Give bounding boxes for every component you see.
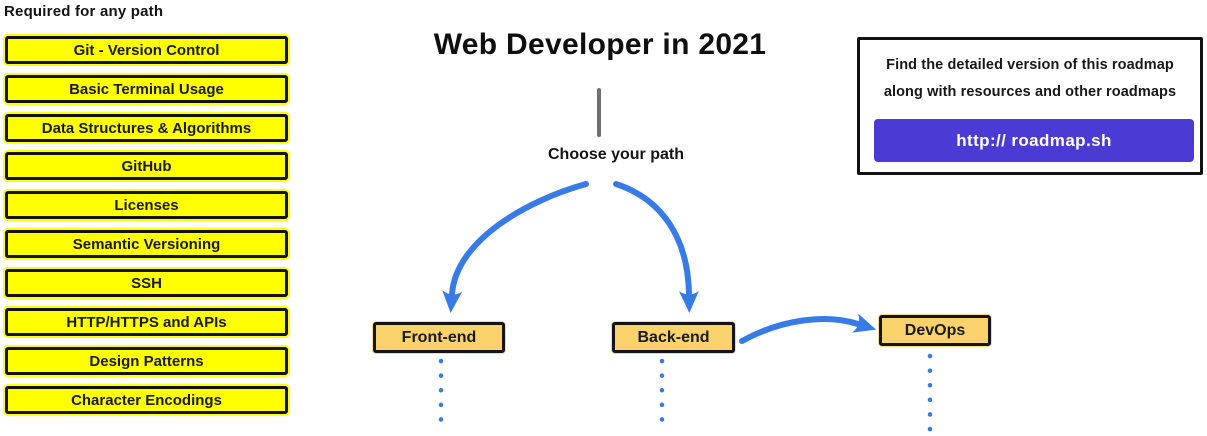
arrow-backend-to-devops [739, 313, 877, 344]
arrow-to-front-end [442, 181, 589, 313]
required-item-terminal[interactable]: Basic Terminal Usage [5, 75, 288, 103]
choose-your-path-label: Choose your path [547, 146, 684, 163]
arrow-to-back-end [613, 181, 699, 313]
node-front-end[interactable]: Front-end [373, 322, 505, 353]
required-item-label: Basic Terminal Usage [69, 80, 224, 98]
required-item-github[interactable]: GitHub [5, 152, 288, 180]
info-text-line-2: along with resources and other roadmaps [883, 84, 1177, 100]
required-item-git[interactable]: Git - Version Control [5, 36, 288, 64]
required-item-label: HTTP/HTTPS and APIs [66, 313, 227, 331]
required-item-licenses[interactable]: Licenses [5, 191, 288, 219]
required-item-label: Licenses [114, 196, 179, 214]
title-connector-line [597, 88, 601, 137]
required-item-character-encodings[interactable]: Character Encodings [5, 386, 288, 414]
required-item-label: Git - Version Control [73, 41, 220, 59]
page-title: Web Developer in 2021 [433, 28, 767, 61]
required-item-label: Data Structures & Algorithms [41, 119, 252, 137]
node-devops-label: DevOps [904, 321, 966, 339]
node-back-end[interactable]: Back-end [612, 322, 735, 353]
required-item-label: Design Patterns [89, 352, 204, 370]
required-item-label: Semantic Versioning [72, 235, 221, 253]
required-item-label: GitHub [121, 157, 172, 175]
roadmap-url-button[interactable]: http:// roadmap.sh [874, 119, 1194, 162]
info-text-line-1: Find the detailed version of this roadma… [886, 57, 1174, 73]
required-item-ssh[interactable]: SSH [5, 269, 288, 297]
required-item-data-structures[interactable]: Data Structures & Algorithms [5, 114, 288, 142]
required-item-http[interactable]: HTTP/HTTPS and APIs [5, 308, 288, 336]
required-section-title: Required for any path [4, 3, 164, 20]
node-back-end-label: Back-end [637, 328, 710, 346]
node-front-end-label: Front-end [401, 328, 477, 346]
required-item-semver[interactable]: Semantic Versioning [5, 230, 288, 258]
node-devops[interactable]: DevOps [879, 315, 991, 346]
info-box: Find the detailed version of this roadma… [857, 37, 1203, 175]
required-item-label: Character Encodings [71, 391, 222, 409]
required-item-label: SSH [131, 274, 162, 292]
required-item-design-patterns[interactable]: Design Patterns [5, 347, 288, 375]
